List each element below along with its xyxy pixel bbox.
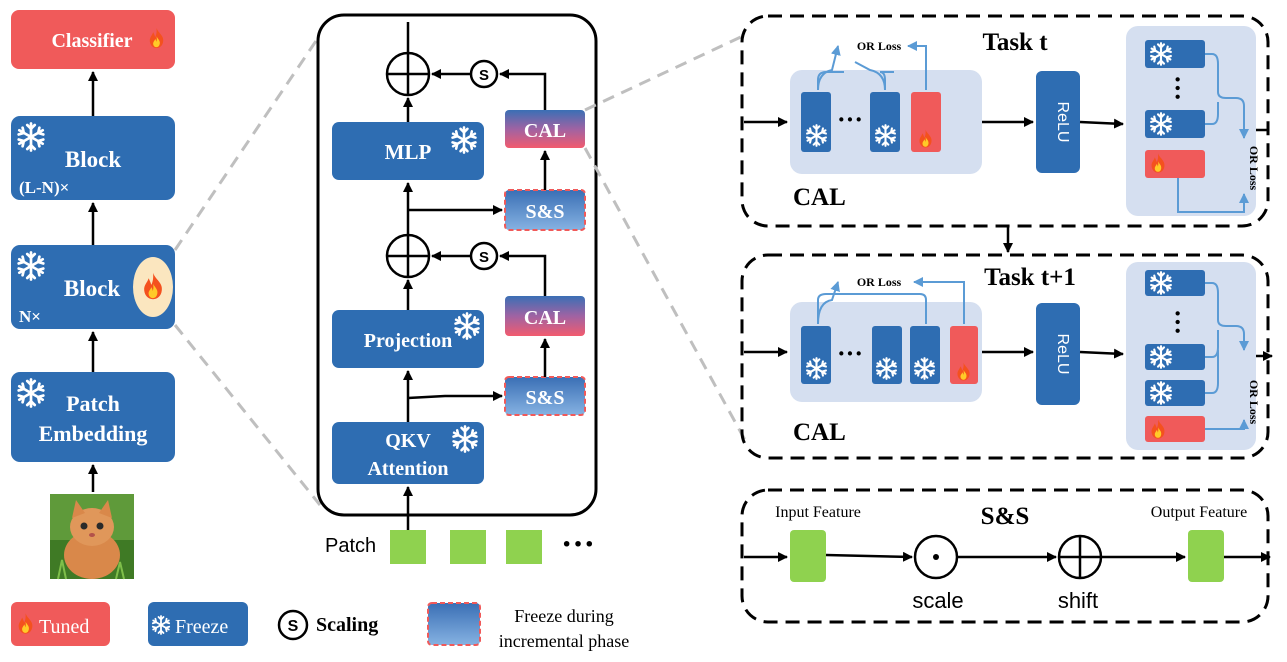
projection-label: Projection [364,330,453,352]
cal-box [505,110,585,148]
scaling-symbol: S [479,249,489,266]
or-loss-label: OR Loss [857,275,902,289]
qkv-line2: Attention [367,458,448,480]
output-feature-label: Output Feature [1151,504,1247,521]
head-ellipsis: ··· [1163,309,1192,335]
frozen-head [1145,110,1205,138]
block-top [11,116,175,200]
head-ellipsis: ··· [1163,75,1192,101]
classifier-label: Classifier [51,30,132,52]
legend-incremental-line1: Freeze during [514,606,613,626]
relu-box [1036,71,1080,173]
patch-token [450,530,486,564]
transformer-block [316,13,598,517]
legend-tuned-swatch [11,602,110,646]
legend-incremental-line2: incremental phase [499,631,629,651]
adapter-ellipsis: ··· [837,339,863,368]
block-top-repeat: (L-N)× [19,178,69,197]
ss-panel-title: S&S [981,503,1030,530]
or-loss-label: OR Loss [857,39,902,53]
relu-box [1036,303,1080,405]
legend-scaling-symbol [277,609,309,641]
task-t1-title: Task t+1 [984,264,1076,291]
shift-operator [1057,534,1103,580]
frozen-adapter [910,326,940,384]
task-t-panel [740,14,1270,228]
block-mid [11,245,175,329]
output-feature-box [1188,530,1224,582]
patch-token [390,530,426,564]
input-feature-box [790,530,826,582]
patch-ellipsis: ··· [561,526,595,563]
frozen-head [1145,40,1205,68]
cal-label: CAL [524,120,566,142]
cal-box [505,296,585,336]
mlp-label: MLP [385,140,432,164]
projection-box [332,310,484,368]
frozen-adapter [872,326,902,384]
tuned-adapter [911,92,941,152]
input-feature-label: Input Feature [775,504,861,521]
frozen-adapter [801,326,831,384]
patch-embedding-box [11,372,175,462]
legend-incremental-swatch [427,602,481,646]
qkv-line1: QKV [385,430,431,452]
scaling-symbol: S [479,67,489,84]
shift-label: shift [1058,588,1098,613]
legend-scaling-label: Scaling [316,614,378,636]
legend-freeze-swatch [148,602,248,646]
cal-panel-label: CAL [793,184,846,211]
adapter-ellipsis: ··· [837,105,863,134]
ss-label: S&S [526,201,565,223]
mlp-box [332,122,484,180]
cal-label: CAL [524,307,566,329]
or-loss-side-label: OR Loss [1247,380,1261,425]
task-t-title: Task t [982,29,1048,56]
add-operator [385,51,431,97]
block-mid-label: Block [64,276,120,301]
legend-scaling-letter: S [288,618,299,635]
patch-embedding-line2: Embedding [39,421,148,446]
add-operator [385,233,431,279]
frozen-head [1145,380,1205,406]
relu-label: ReLU [1054,102,1071,143]
scale-label: scale [912,588,963,613]
relu-label: ReLU [1054,334,1071,375]
ss-label: S&S [526,387,565,409]
kitten-image [50,494,134,580]
frozen-head [1145,344,1205,370]
block-mid-repeat: N× [19,307,41,326]
cal-panel-label: CAL [793,419,846,446]
classifier-box [11,10,175,69]
legend-freeze-label: Freeze [175,616,228,638]
qkv-attention-box [332,422,484,484]
patch-token [506,530,542,564]
legend-tuned-label: Tuned [39,616,89,638]
patch-label: Patch [325,535,376,557]
or-loss-side-label: OR Loss [1247,146,1261,191]
block-top-label: Block [65,147,121,172]
patch-embedding-line1: Patch [66,391,120,416]
frozen-head [1145,270,1205,296]
tuned-adapter [950,326,978,384]
